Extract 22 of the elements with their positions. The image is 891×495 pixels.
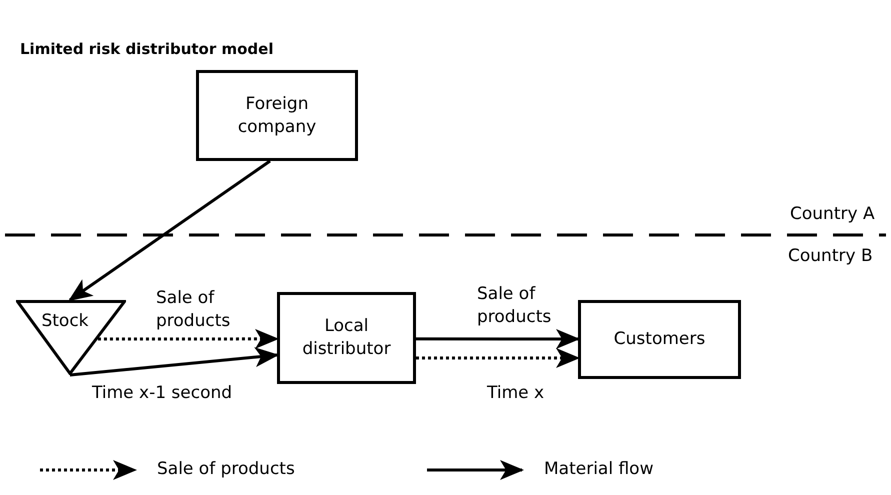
edge-label: Sale of products bbox=[156, 287, 232, 333]
legend-text: Sale of products bbox=[157, 458, 295, 481]
dotted-arrow bbox=[98, 328, 279, 349]
arrow bbox=[416, 329, 580, 349]
entity-box bbox=[277, 292, 416, 384]
entity-box bbox=[196, 70, 358, 161]
stock-triangle bbox=[16, 300, 126, 375]
edge-label: Time x-1 second bbox=[92, 382, 234, 405]
edge-label: Sale of products bbox=[477, 283, 552, 329]
node-text: Foreign company bbox=[236, 92, 318, 138]
node-text: Local distributor bbox=[301, 315, 392, 361]
edge-label: Time x bbox=[487, 382, 546, 405]
legend-text: Material flow bbox=[544, 458, 654, 481]
diagram-title: Limited risk distributor model bbox=[20, 39, 274, 60]
country-label: Country A bbox=[790, 203, 875, 226]
country-label: Country B bbox=[788, 245, 873, 268]
node-text: Customers bbox=[614, 328, 706, 351]
entity-box bbox=[578, 300, 741, 379]
arrow bbox=[70, 347, 279, 376]
node-text: Stock bbox=[41, 310, 89, 333]
dotted-arrow bbox=[416, 348, 580, 368]
arrow bbox=[68, 160, 271, 302]
